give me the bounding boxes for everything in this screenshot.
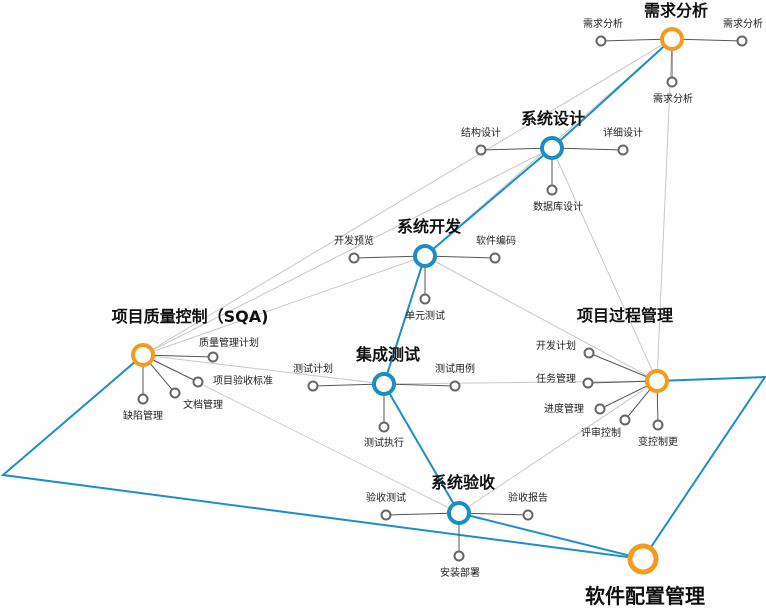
leaf-label: 缺陷管理: [123, 409, 163, 422]
leaf-label: 项目验收标准: [213, 374, 273, 387]
hub-pm: 项目过程管理 开发计划 任务管理 进度管理 评审控制 变控制更: [536, 306, 678, 448]
leaf-label: 文档管理: [183, 398, 223, 411]
leaf-node: [207, 351, 219, 363]
link-dev-pm: [424, 255, 658, 382]
link-req-sqa: [142, 38, 673, 356]
grey-links: [142, 38, 673, 514]
leaf-label: 测试执行: [364, 436, 404, 449]
hub-integ: 集成测试 测试计划 测试用例 测试执行: [293, 345, 475, 449]
hub-node: [627, 543, 659, 575]
main-flow: [0, 38, 766, 561]
link-accept-pm: [458, 380, 658, 514]
hub-dev: 系统开发 开发预览 软件编码 单元测试: [334, 217, 516, 322]
leaf-label: 数据库设计: [533, 200, 583, 213]
hub-node: [372, 372, 396, 396]
leaf-label: 结构设计: [461, 126, 501, 139]
hub-design: 系统设计 结构设计 详细设计 数据库设计: [461, 109, 643, 213]
leaf-node: [453, 550, 465, 562]
leaf-label: 详细设计: [603, 126, 643, 139]
hub-label: 系统验收: [431, 473, 495, 492]
leaf-node: [594, 403, 606, 415]
leaf-node: [192, 376, 204, 388]
link-dev-sqa: [142, 255, 426, 356]
leaf-label: 开发预览: [334, 234, 374, 247]
hub-node: [660, 27, 684, 51]
leaf-node: [307, 380, 319, 392]
leaf-node: [380, 509, 392, 521]
leaf-node: [619, 414, 631, 426]
hub-label: 系统开发: [397, 217, 462, 236]
leaf-label: 评审控制: [581, 426, 621, 439]
hub-node: [131, 343, 155, 367]
leaf-node: [595, 35, 607, 47]
leaf-node: [348, 252, 360, 264]
leaf-node: [449, 380, 461, 392]
leaf-node: [666, 76, 678, 88]
hub-label: 系统设计: [521, 109, 585, 128]
leaf-node: [419, 293, 431, 305]
leaf-node: [137, 393, 149, 405]
hub-sqa: 项目质量控制（SQA) 质量管理计划 项目验收标准 文档管理 缺陷管理: [112, 307, 273, 422]
flow-line-accept-scm: [458, 512, 644, 560]
leaf-node: [583, 347, 595, 359]
leaf-label: 进度管理: [544, 402, 584, 415]
link-req-pm: [656, 38, 673, 382]
hub-node: [540, 136, 564, 160]
leaf-node: [522, 509, 534, 521]
hub-label: 项目过程管理: [577, 306, 673, 325]
leaf-node: [378, 421, 390, 433]
leaf-node: [652, 419, 664, 431]
leaf-label: 变控制更: [638, 435, 678, 448]
leaf-label: 开发计划: [536, 339, 576, 352]
leaf-label: 需求分析: [653, 92, 693, 105]
hub-scm: 软件配置管理: [585, 543, 705, 608]
hub-req: 需求分析 需求分析 需求分析 需求分析: [583, 1, 763, 105]
leaf-label: 安装部署: [440, 566, 480, 579]
leaf-label: 验收报告: [508, 491, 548, 504]
leaf-label: 测试计划: [293, 362, 333, 375]
spoke: [588, 352, 658, 382]
hub-label: 软件配置管理: [585, 584, 705, 608]
hub-label: 需求分析: [644, 1, 708, 20]
leaf-label: 需求分析: [723, 17, 763, 30]
hub-accept: 系统验收 验收测试 验收报告 安装部署: [366, 473, 548, 579]
leaf-label: 单元测试: [405, 309, 445, 322]
link-integ-pm: [383, 380, 658, 385]
link-design-sqa: [142, 147, 553, 356]
leaf-node: [169, 387, 181, 399]
leaf-label: 任务管理: [536, 372, 576, 385]
link-design-pm: [551, 147, 658, 382]
hub-label: 项目质量控制（SQA): [112, 307, 269, 326]
leaf-node: [489, 252, 501, 264]
leaf-node: [617, 144, 629, 156]
leaf-label: 测试用例: [435, 362, 475, 375]
leaf-label: 质量管理计划: [199, 336, 259, 349]
hub-label: 集成测试: [355, 345, 420, 364]
leaf-node: [475, 144, 487, 156]
leaf-label: 软件编码: [476, 234, 516, 247]
leaf-node: [736, 35, 748, 47]
hub-node: [447, 501, 471, 525]
leaf-label: 验收测试: [366, 491, 406, 504]
spoke: [385, 512, 460, 516]
hub-node: [645, 369, 669, 393]
leaf-node: [546, 184, 558, 196]
link-sqa-integ: [142, 354, 385, 385]
leaf-label: 需求分析: [583, 17, 623, 30]
hub-node: [413, 244, 437, 268]
leaf-node: [582, 377, 594, 389]
